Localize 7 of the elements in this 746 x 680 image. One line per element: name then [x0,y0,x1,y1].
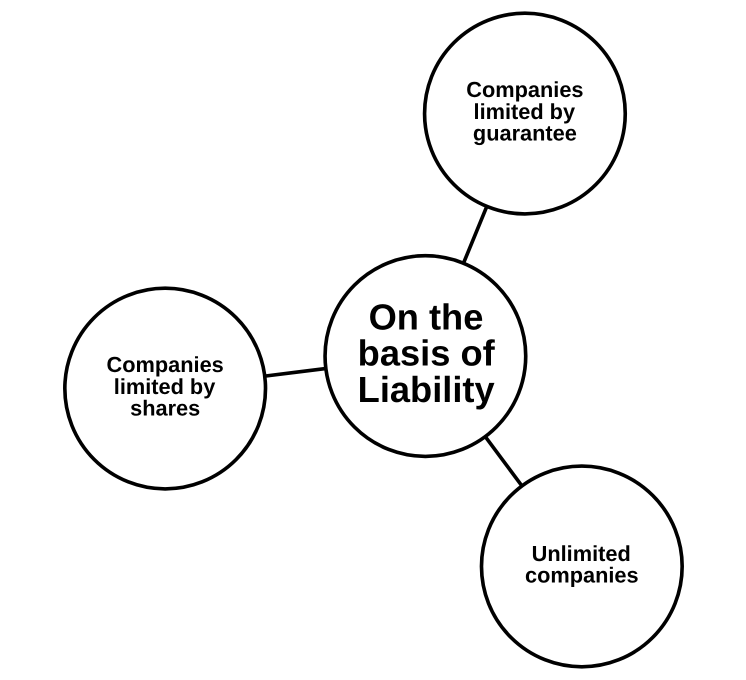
connector [264,366,326,378]
node-circle: Companies limited by guarantee [422,11,627,216]
connector [483,436,523,487]
connector [461,206,488,264]
node-circle: Unlimited companies [479,464,684,669]
node-circle: Companies limited by shares [62,286,267,491]
node-circle: On the basis of Liability [322,254,528,458]
